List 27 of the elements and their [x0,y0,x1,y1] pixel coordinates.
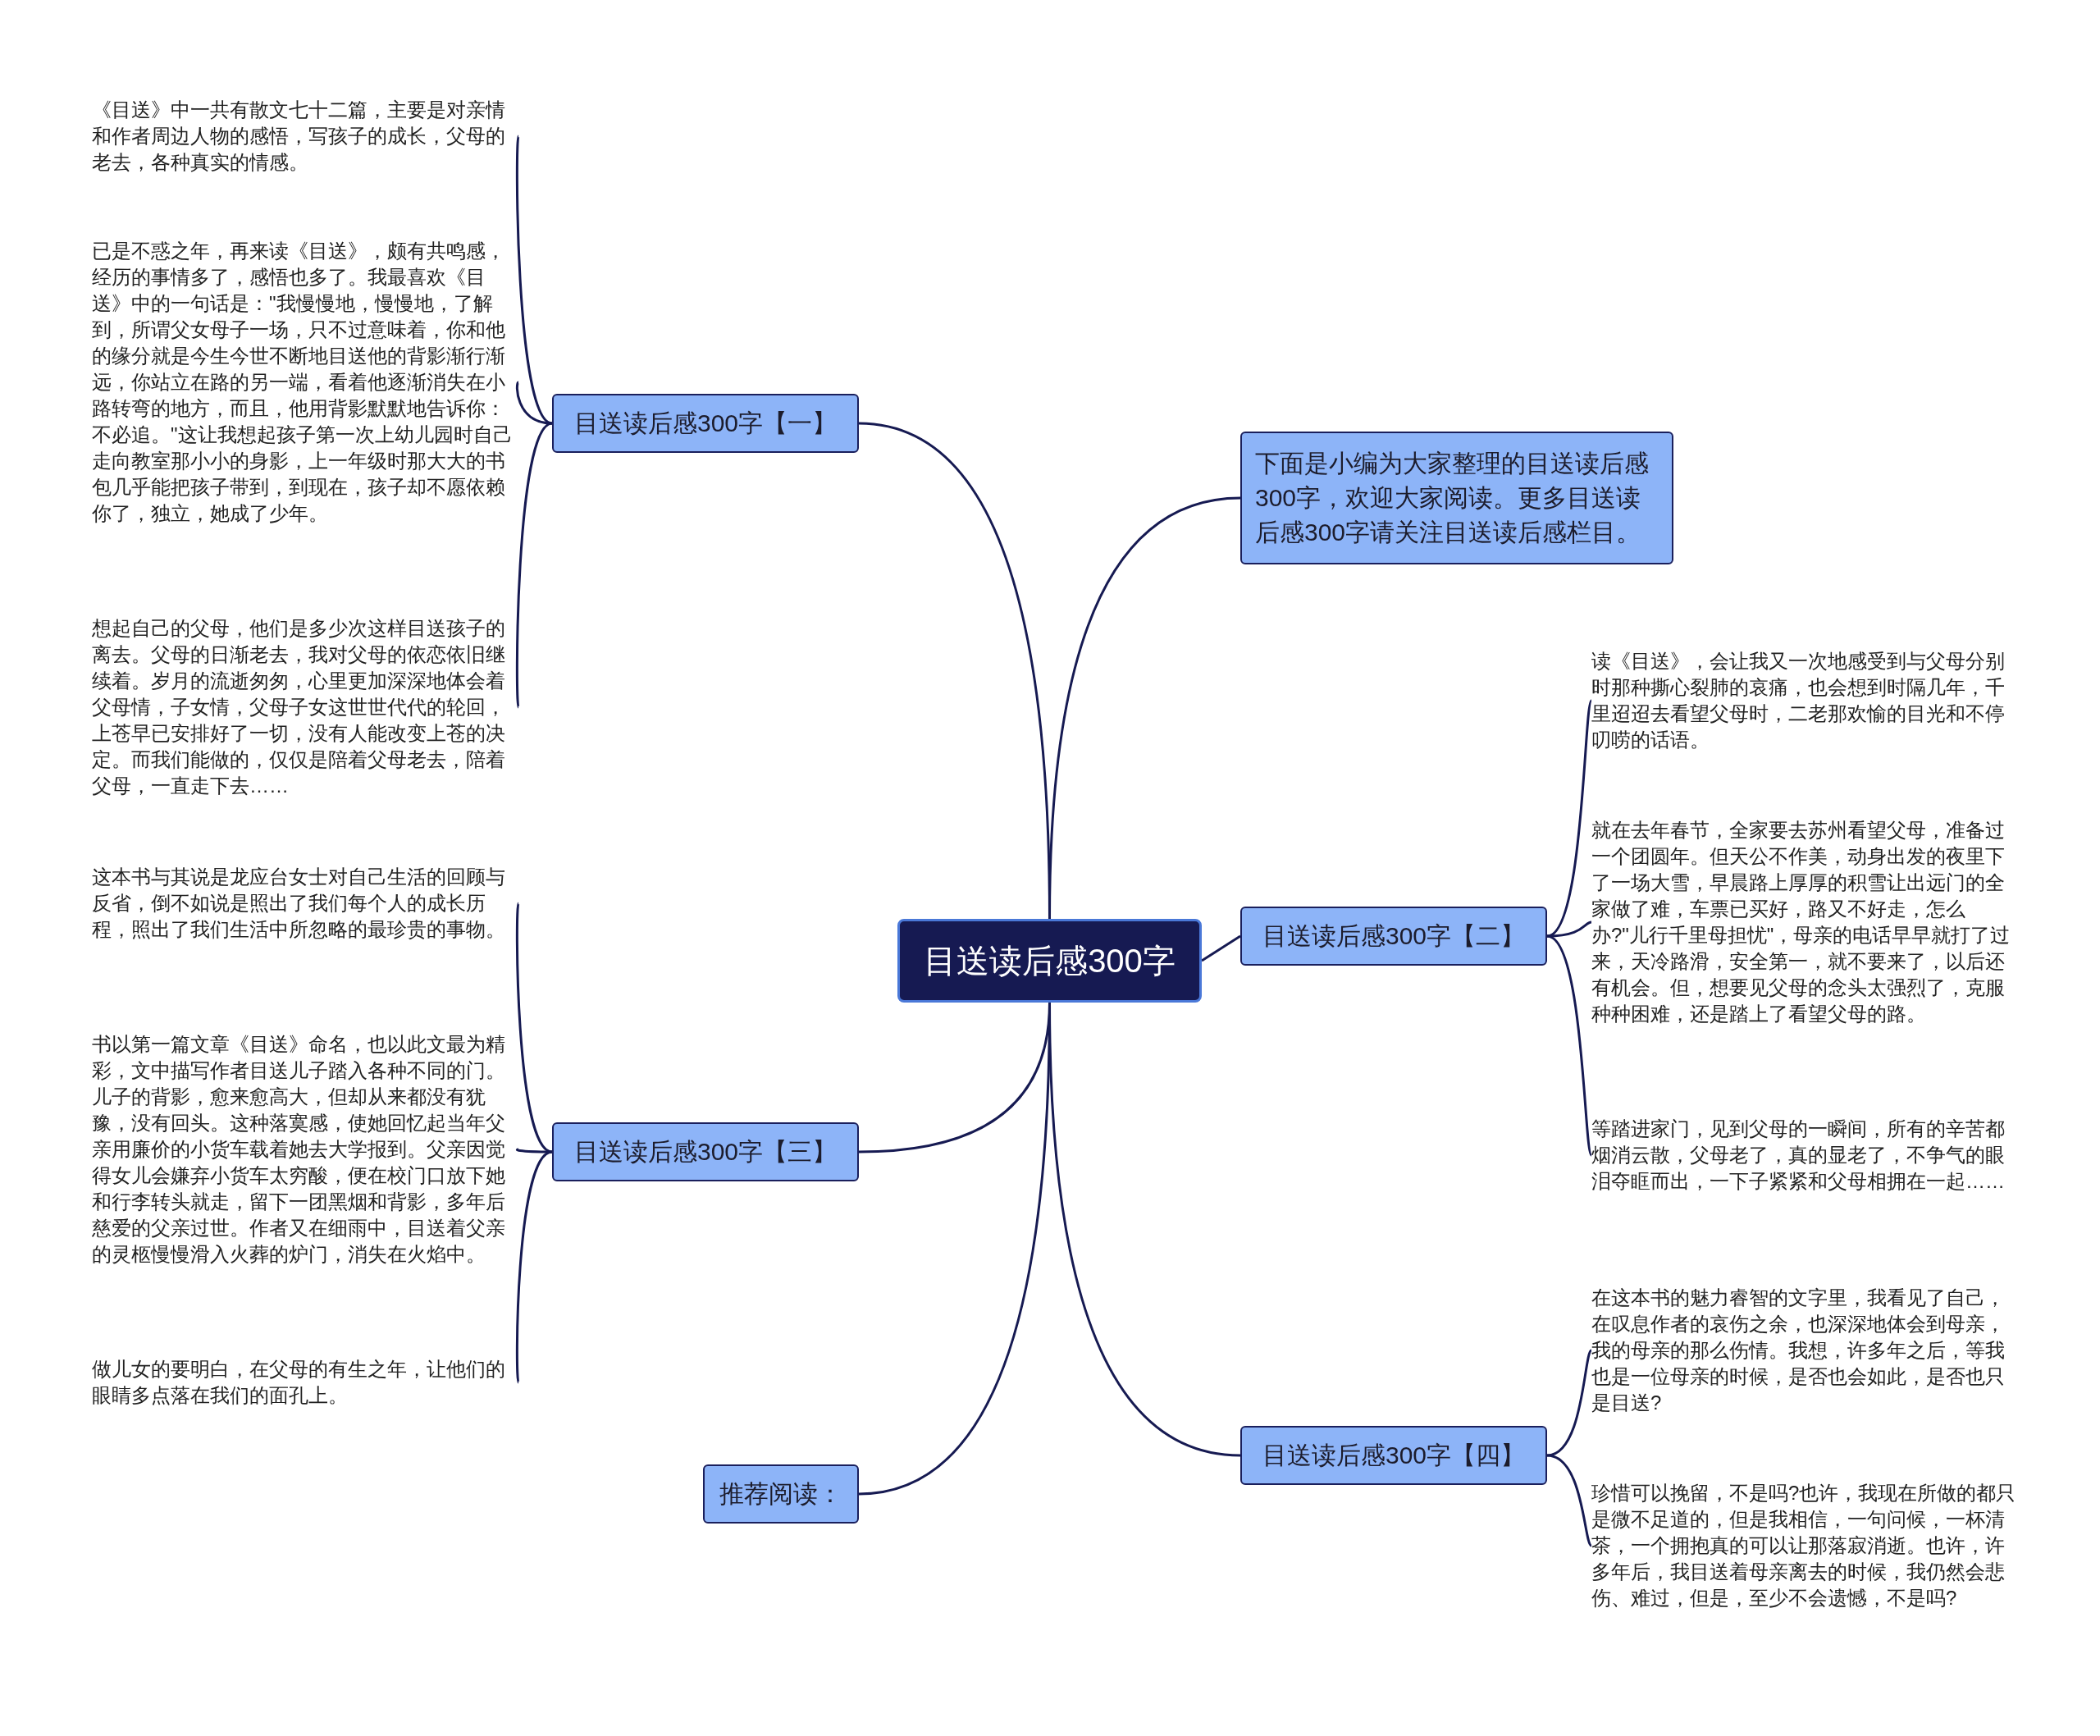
connector-line [517,1149,552,1154]
paragraph-text: 想起自己的父母，他们是多少次这样目送孩子的离去。父母的日渐老去，我对父母的依恋依旧继续着。岁月的流逝匆匆，心里更加深深地体会着父母情，子女情，父母子女这世世代代的轮回，上苍早已安排好了一切，没有人能改变上苍的决定。而我们能做的，仅仅是陪着父母老去，陪着父母，一直走下去…… [92,615,518,799]
connector-line [1546,921,1592,938]
paragraph-text: 《目送》中一共有散文七十二篇，主要是对亲情和作者周边人物的感悟，写孩子的成长，父母的老去，各种真实的情感。 [92,97,518,176]
paragraph-text: 珍惜可以挽留，不是吗?也许，我现在所做的都只是微不足道的，但是我相信，一句问候，一杯清茶，一个拥抱真的可以让那落寂消逝。也许，许多年后，我目送着母亲离去的时候，我仍然会悲伤、难过，但是，至少不会遗憾，不是吗? [1591,1480,2018,1611]
connector-line [1546,934,1593,1156]
paragraph-text: 等踏进家门，见到父母的一瞬间，所有的辛苦都烟消云散，父母老了，真的显老了，不争气的眼泪夺眶而出，一下子紧紧和父母相拥在一起…… [1591,1116,2018,1195]
connector-line [1546,1454,1593,1547]
connector-line [1546,1350,1593,1457]
connector-line [515,422,553,708]
note-box: 下面是小编为大家整理的目送读后感300字，欢迎大家阅读。更多目送读后感300字请关注目送读后感栏目。 [1240,432,1673,564]
topic-box: 推荐阅读： [703,1464,859,1524]
topic-box: 目送读后感300字【三】 [552,1122,859,1181]
topic-box: 目送读后感300字【一】 [552,394,859,453]
central-topic-box: 目送读后感300字 [897,919,1202,1003]
paragraph-text: 读《目送》，会让我又一次地感受到与父母分别时那种撕心裂肺的哀痛，也会想到时隔几年，千里迢迢去看望父母时，二老那欢愉的目光和不停叨唠的话语。 [1591,648,2018,753]
paragraph-text: 已是不惑之年，再来读《目送》，颇有共鸣感，经历的事情多了，感悟也多了。我最喜欢《目送》中的一句话是："我慢慢地，慢慢地，了解到，所谓父女母子一场，只不过意味着，你和他的缘分就是今生今世不断地目送他的背影渐行渐远，你站立在路的另一端，看着他逐渐消失在小路转弯的地方，而且，他用背影默默地告诉你：不必追。"这让我想起孩子第一次上幼儿园时自己走向教室那小小的身影，上一年级时那大大的书包几乎能把孩子带到，到现在，孩子却不愿依赖你了，独立，她成了少年。 [92,238,518,527]
paragraph-text: 在这本书的魅力睿智的文字里，我看见了自己，在叹息作者的哀伤之余，也深深地体会到母亲，我的母亲的那么伤情。我想，许多年之后，等我也是一位母亲的时候，是否也会如此，是否也只是目送? [1591,1285,2018,1416]
connector-line [515,1150,553,1383]
topic-box: 目送读后感300字【二】 [1240,907,1547,966]
paragraph-text: 这本书与其说是龙应台女士对自己生活的回顾与反省，倒不如说是照出了我们每个人的成长历程，照出了我们生活中所忽略的最珍贵的事物。 [92,864,518,943]
connector-line [1201,934,1241,962]
paragraph-text: 就在去年春节，全家要去苏州看望父母，准备过一个团圆年。但天公不作美，动身出发的夜里下了一场大雪，早晨路上厚厚的积雪让出远门的全家做了难，车票已买好，路又不好走，怎么办?"儿行千里母担忧"，母亲的电话早早就打了过来，天冷路滑，安全第一，就不要来了，以后还有机会。但，想要见父母的念头太强烈了，克服种种困难，还是踏上了看望父母的路。 [1591,817,2018,1027]
topic-box: 目送读后感300字【四】 [1240,1426,1547,1485]
paragraph-text: 书以第一篇文章《目送》命名，也以此文最为精彩，文中描写作者目送儿子踏入各种不同的门。儿子的背影，愈来愈高大，但却从来都没有犹豫，没有回头。这种落寞感，使她回忆起当年父亲用廉价的小货车载着她去大学报到。父亲因觉得女儿会嫌弃小货车太穷酸，便在校门口放下她和行李转头就走，留下一团黑烟和背影，多年后慈爱的父亲过世。作者又在细雨中，目送着父亲的灵柩慢慢滑入火葬的炉门，消失在火焰中。 [92,1031,518,1268]
connector-line [515,381,553,425]
paragraph-text: 做儿女的要明白，在父母的有生之年，让他们的眼睛多点落在我们的面孔上。 [92,1356,518,1409]
